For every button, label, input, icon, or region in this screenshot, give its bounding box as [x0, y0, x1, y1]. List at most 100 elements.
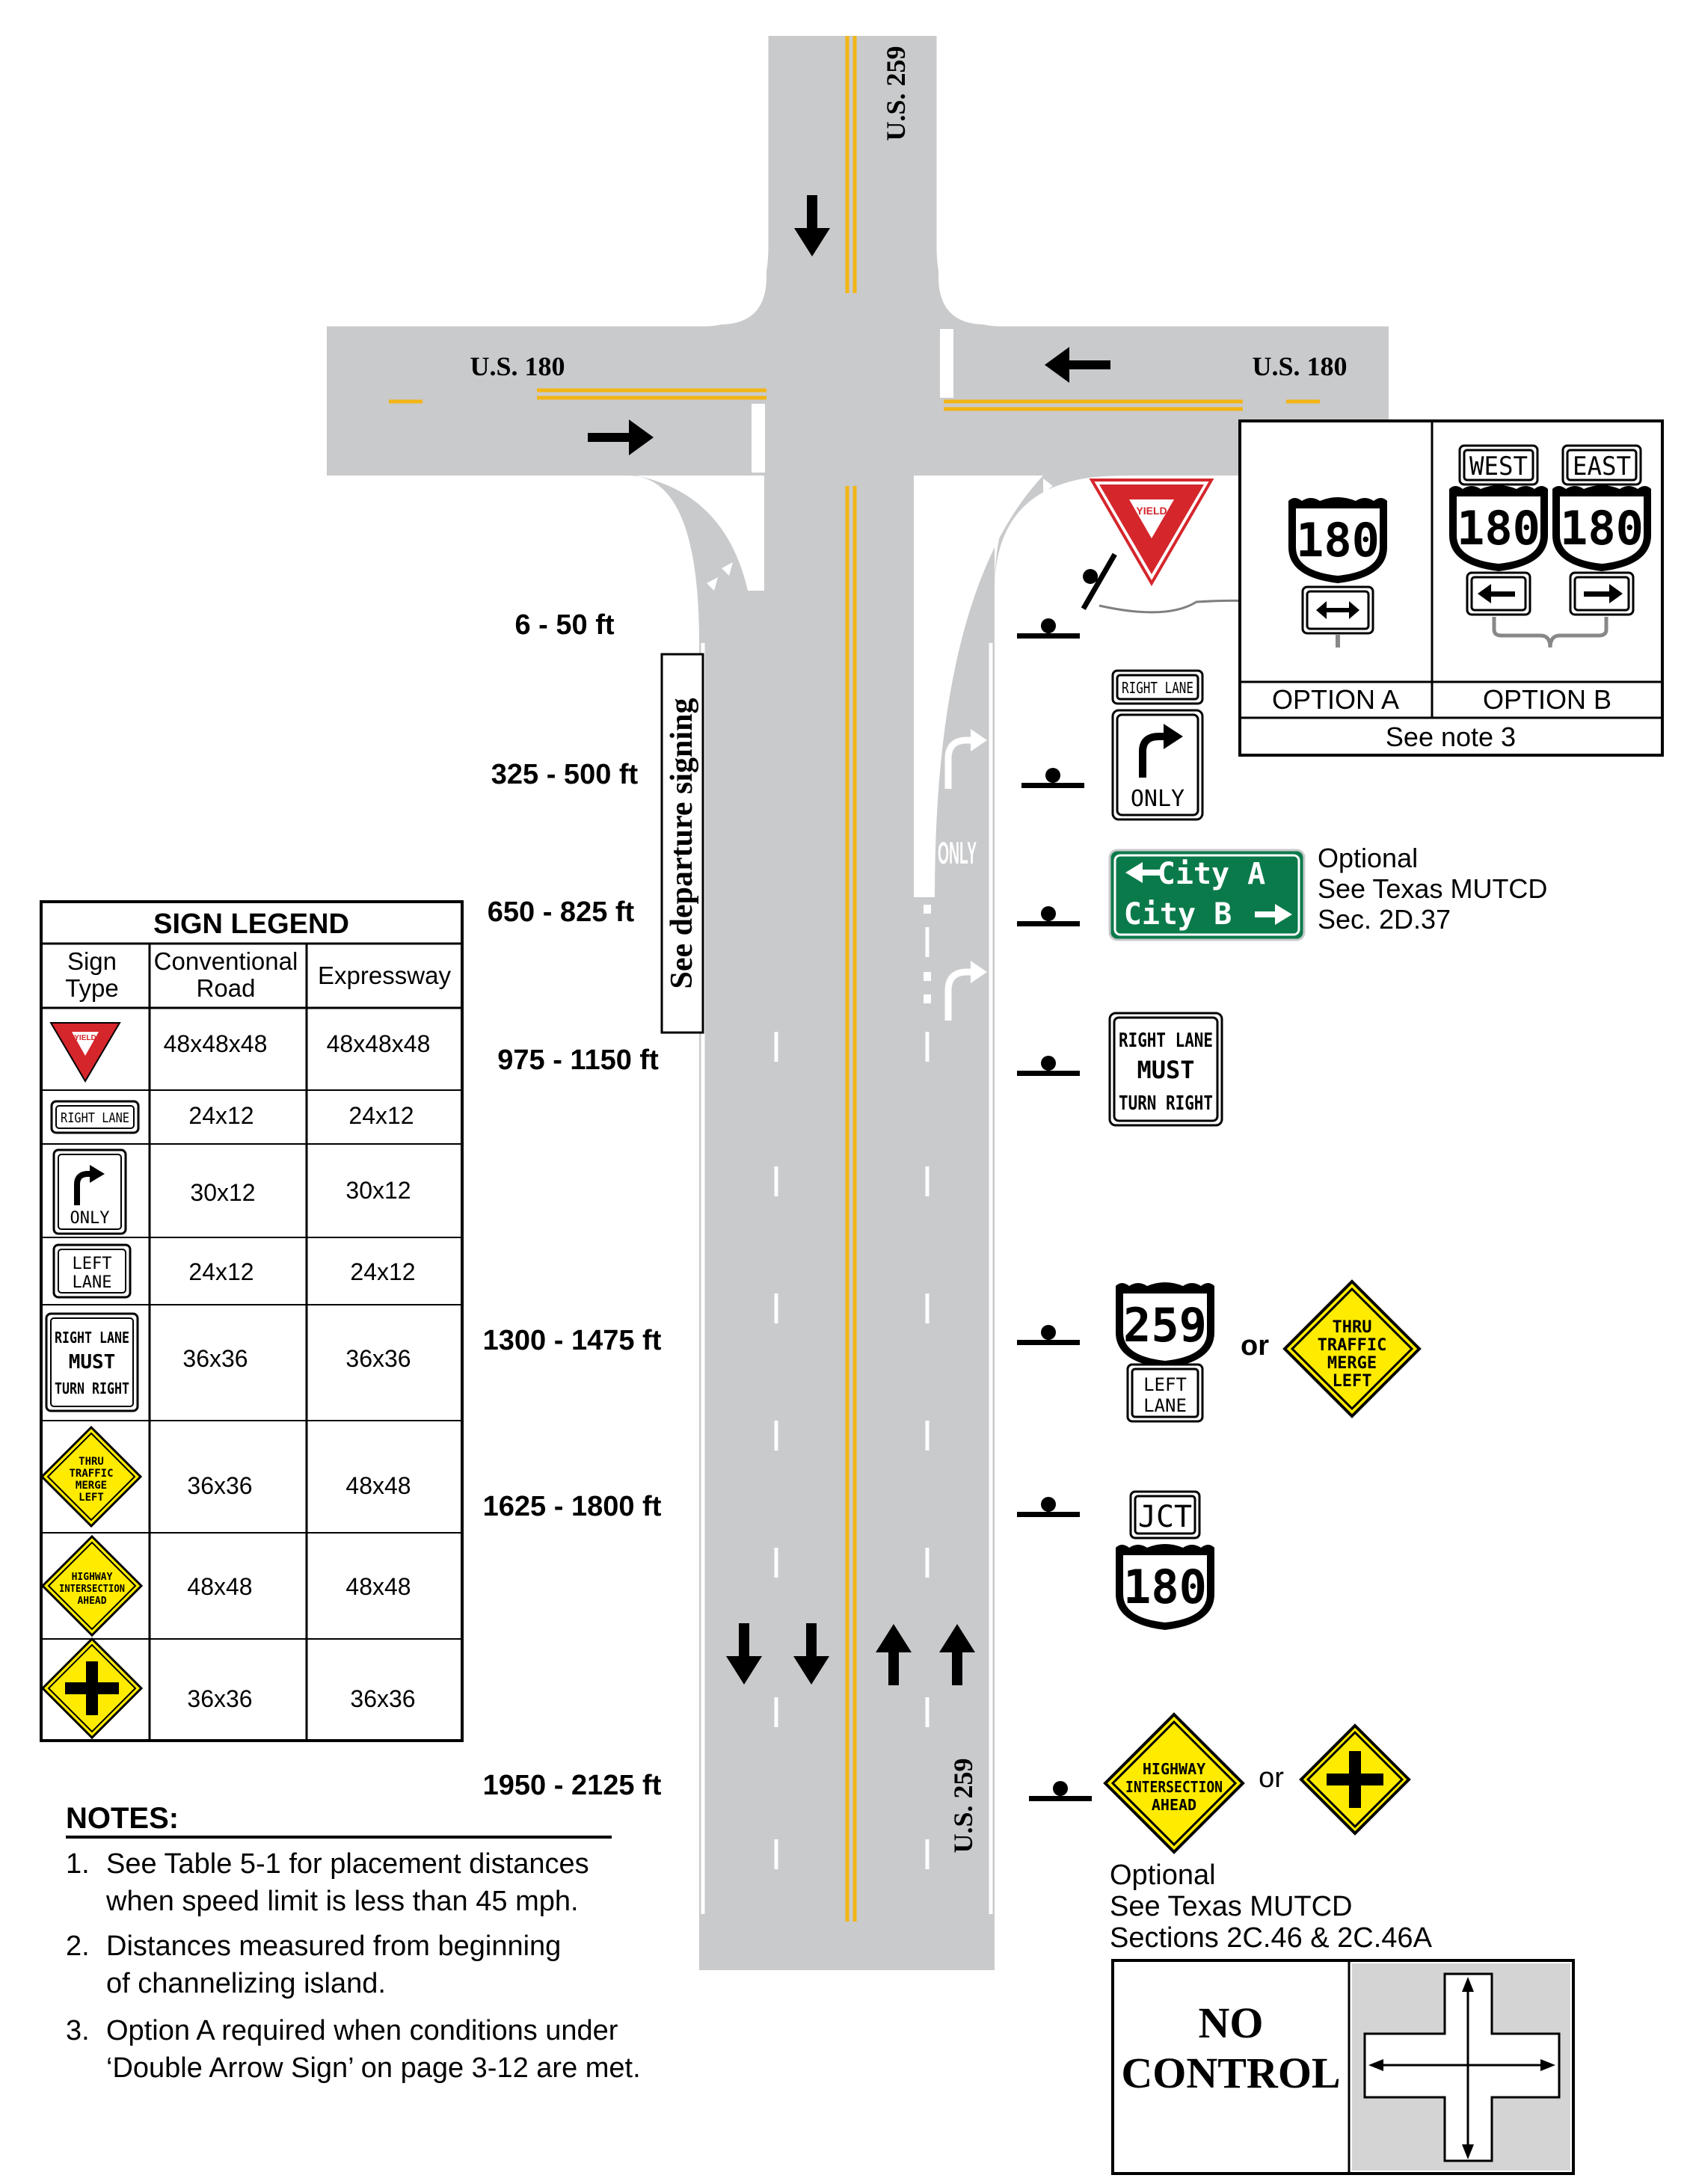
legend-left-lane-icon: LEFT LANE: [52, 1243, 132, 1299]
legend-must-turn-expressway: 36x36: [345, 1345, 411, 1372]
or-label-1: or: [1241, 1330, 1269, 1362]
cross-icon: [1327, 1751, 1383, 1808]
optional-guide-line-2: See Texas MUTCD: [1318, 873, 1547, 904]
only-text: ONLY: [1131, 786, 1185, 812]
legend-yield-expressway: 48x48x48: [327, 1030, 431, 1057]
thru-line-3: MERGE: [1327, 1354, 1377, 1373]
sign-post-markers: [1017, 545, 1117, 1801]
note-3-number: 3.: [66, 2015, 90, 2046]
right-turn-arrow-icon: [1139, 724, 1183, 778]
note-3-line-b: ‘Double Arrow Sign’ on page 3-12 are met…: [106, 2052, 641, 2084]
must-line-2: MUST: [1137, 1056, 1194, 1084]
option-b-bracket: [1492, 617, 1608, 648]
hwy-line-1: HIGHWAY: [1143, 1760, 1205, 1778]
legend-right-lane-text: RIGHT LANE: [61, 1110, 129, 1126]
legend-thru-line-2: TRAFFIC: [69, 1468, 113, 1480]
left-arrow-icon: [1125, 862, 1163, 883]
right-lane-must-turn-right-sign: RIGHT LANE MUST TURN RIGHT: [1108, 1012, 1223, 1127]
yield-sign: YIELD: [1089, 479, 1214, 586]
legend-header-expressway: Expressway: [318, 962, 451, 989]
note-1-number: 1.: [66, 1848, 90, 1880]
left-lane-line-1: LEFT: [1143, 1374, 1187, 1395]
option-a-route-number: 180: [1296, 513, 1380, 567]
thru-line-4: LEFT: [1333, 1372, 1372, 1391]
route-180-number: 180: [1123, 1560, 1207, 1614]
legend-thru-line-1: THRU: [79, 1456, 104, 1468]
east-plaque: EAST: [1561, 444, 1642, 486]
note-2-line-a: Distances measured from beginning: [106, 1931, 561, 1962]
west-plaque: WEST: [1458, 444, 1539, 486]
legend-thru-traffic-conventional: 36x36: [187, 1472, 252, 1499]
options-box: 180 WEST EAST 180: [1238, 419, 1664, 757]
right-lane-plaque: RIGHT LANE: [1111, 669, 1204, 705]
right-arrow-plaque-icon: [1584, 584, 1623, 603]
right-lane-plaque-text: RIGHT LANE: [1122, 679, 1193, 697]
left-lane-plaque: LEFT LANE: [1126, 1363, 1204, 1423]
optional-warning-line-2: See Texas MUTCD: [1110, 1891, 1353, 1922]
distance-325-500: 325 - 500 ft: [491, 759, 639, 790]
legend-must-line-2: MUST: [69, 1351, 116, 1374]
left-arrow-plaque: [1466, 571, 1531, 616]
jct-text: JCT: [1138, 1500, 1192, 1534]
thru-traffic-merge-left-sign: THRU TRAFFIC MERGE LEFT: [1282, 1279, 1422, 1418]
legend-right-lane-conventional: 24x12: [188, 1102, 254, 1129]
note-2-number: 2.: [66, 1931, 90, 1962]
legend-title: SIGN LEGEND: [153, 908, 349, 940]
left-arrow-plaque-icon: [1478, 584, 1515, 603]
options-note: See note 3: [1386, 722, 1516, 752]
legend-yield-conventional: 48x48x48: [164, 1030, 268, 1057]
road-name-north: U.S. 259: [881, 46, 911, 141]
thru-line-2: TRAFFIC: [1318, 1336, 1387, 1355]
legend-cross-road-expressway: 36x36: [350, 1685, 415, 1712]
road-name-east: U.S. 180: [1252, 351, 1347, 381]
west-text: WEST: [1469, 452, 1528, 482]
no-control-box: NO CONTROL: [1111, 1959, 1575, 2175]
double-arrow-icon: [1316, 601, 1359, 619]
distance-975-1150: 975 - 1150 ft: [497, 1045, 659, 1076]
legend-thru-line-4: LEFT: [79, 1492, 104, 1504]
highway-intersection-ahead-sign: HIGHWAY INTERSECTION AHEAD: [1103, 1712, 1245, 1854]
legend-right-lane-icon: RIGHT LANE: [50, 1100, 140, 1134]
guide-line-2: City B: [1124, 897, 1232, 932]
note-1-line-a: See Table 5-1 for placement distances: [106, 1848, 589, 1880]
or-label-2: or: [1259, 1762, 1284, 1794]
intersection-icon: [1352, 1963, 1570, 2171]
must-line-1: RIGHT LANE: [1119, 1030, 1213, 1052]
hwy-line-3: AHEAD: [1152, 1796, 1196, 1814]
option-a-shield: 180: [1288, 497, 1387, 583]
legend-right-lane-expressway: 24x12: [348, 1102, 414, 1129]
thru-line-1: THRU: [1333, 1318, 1372, 1337]
legend-thru-line-3: MERGE: [76, 1480, 107, 1492]
distance-650-825: 650 - 825 ft: [488, 896, 635, 928]
legend-hwy-line-1: HIGHWAY: [72, 1572, 113, 1583]
legend-left-line-1: LEFT: [73, 1255, 112, 1273]
option-b-east-number: 180: [1560, 501, 1644, 556]
legend-must-line-3: TURN RIGHT: [55, 1379, 129, 1397]
distance-1300-1475: 1300 - 1475 ft: [483, 1325, 662, 1356]
legend-right-turn-only-icon: ONLY: [52, 1148, 127, 1235]
distance-6-50: 6 - 50 ft: [514, 609, 614, 641]
optional-guide-note: Optional See Texas MUTCD Sec. 2D.37: [1318, 843, 1547, 935]
optional-warning-note: Optional See Texas MUTCD Sections 2C.46 …: [1110, 1860, 1433, 1954]
distance-1625-1800: 1625 - 1800 ft: [483, 1491, 662, 1522]
road-name-west: U.S. 180: [470, 351, 565, 381]
legend-turn-only-expressway: 30x12: [345, 1177, 411, 1204]
route-259-number: 259: [1123, 1298, 1207, 1353]
legend-left-lane-conventional: 24x12: [188, 1258, 254, 1285]
option-a-label: OPTION A: [1272, 684, 1399, 715]
optional-guide-line-1: Optional: [1318, 843, 1418, 873]
guide-sign: City A City B: [1108, 849, 1306, 941]
departure-signing-text: See departure signing: [665, 698, 699, 989]
legend-cross-road-icon: [40, 1637, 144, 1740]
note-2-line-b: of channelizing island.: [106, 1968, 386, 1999]
optional-guide-line-3: Sec. 2D.37: [1318, 904, 1451, 935]
legend-must-line-1: RIGHT LANE: [55, 1329, 129, 1347]
legend-hwy-expressway: 48x48: [345, 1573, 411, 1600]
legend-must-turn-icon: RIGHT LANE MUST TURN RIGHT: [45, 1312, 139, 1412]
right-arrow-plaque: [1569, 571, 1635, 616]
no-control-line-1: NO: [1199, 1999, 1264, 2047]
